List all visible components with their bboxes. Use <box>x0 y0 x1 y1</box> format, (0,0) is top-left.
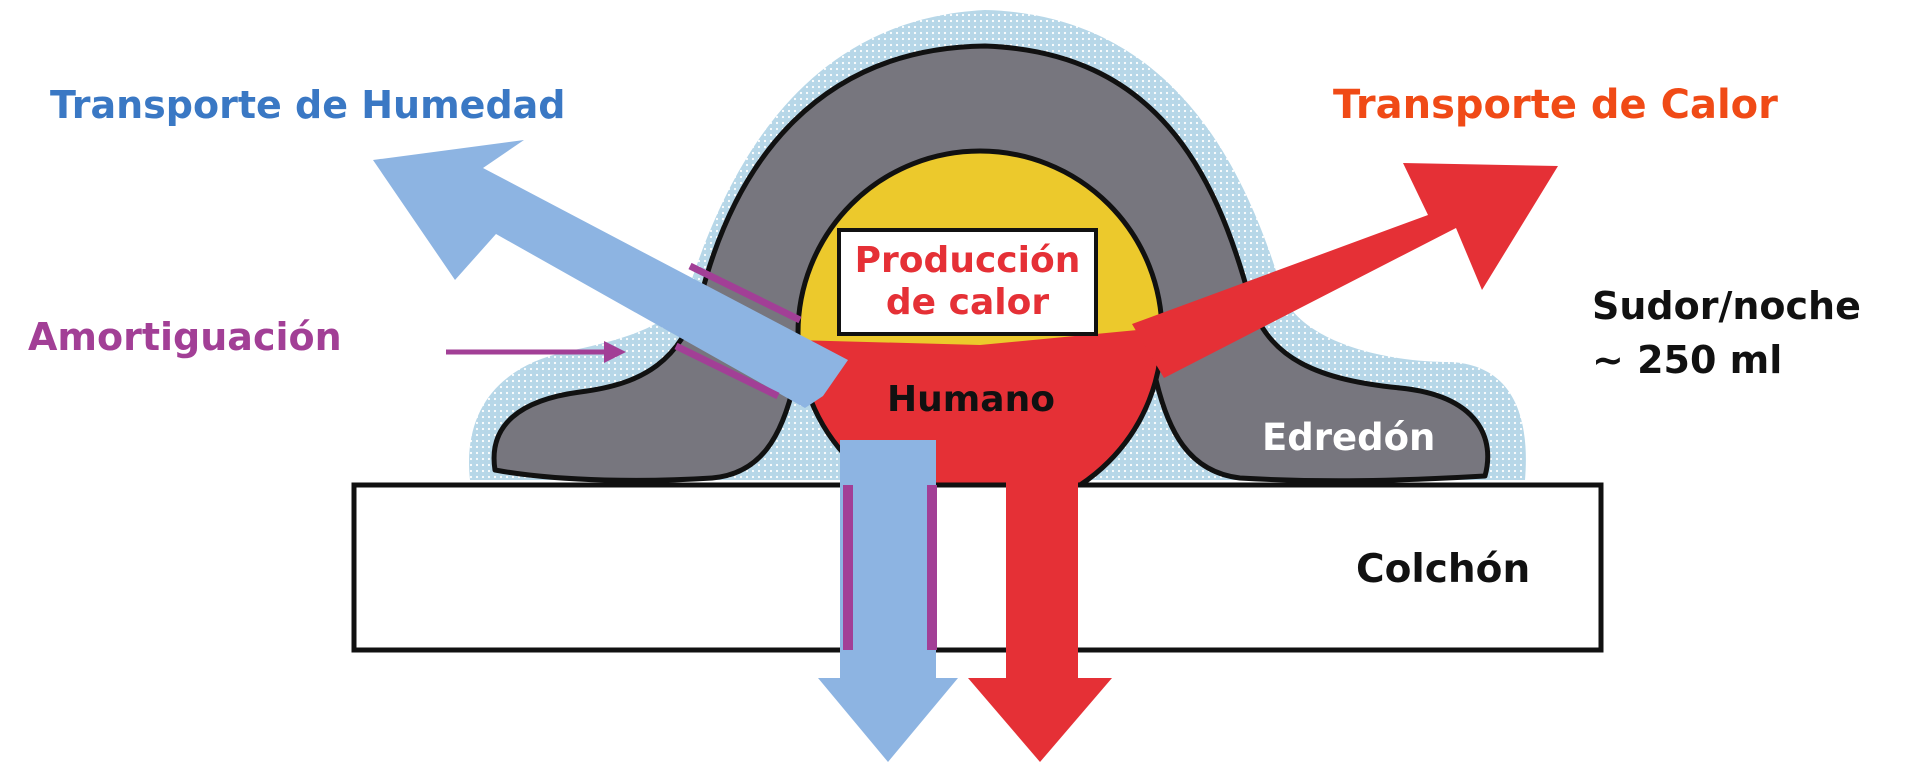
heat-down-head <box>968 678 1112 762</box>
human-label: Humano <box>887 379 1055 420</box>
mattress-label: Colchón <box>1356 547 1531 592</box>
heat-down-shaft <box>1006 440 1078 680</box>
damping-label: Amortiguación <box>28 315 342 359</box>
sweat-label-line-1: Sudor/noche <box>1592 284 1861 328</box>
heat-production-line-2: de calor <box>885 282 1050 323</box>
moisture-transport-arrow <box>373 140 848 408</box>
moisture-transport-label: Transporte de Humedad <box>50 83 566 127</box>
damping-band-lower <box>674 342 780 400</box>
moisture-down-arrow <box>818 440 958 762</box>
sweat-per-night-label: Sudor/noche ~ 250 ml <box>1592 280 1861 388</box>
damping-pointer-head <box>604 341 626 363</box>
damping-band-upper <box>688 262 802 324</box>
heat-transport-arrow <box>1132 163 1558 378</box>
mattress <box>351 482 1604 653</box>
heat-production-box: Producción de calor <box>837 228 1098 336</box>
moisture-down-head <box>818 678 958 762</box>
duvet-label: Edredón <box>1262 416 1436 459</box>
heat-transport-label: Transporte de Calor <box>1333 82 1778 128</box>
sweat-label-line-2: ~ 250 ml <box>1592 337 1783 382</box>
moisture-down-shaft <box>840 440 936 680</box>
heat-down-arrow <box>968 440 1112 762</box>
heat-production-line-1: Producción <box>854 239 1081 281</box>
